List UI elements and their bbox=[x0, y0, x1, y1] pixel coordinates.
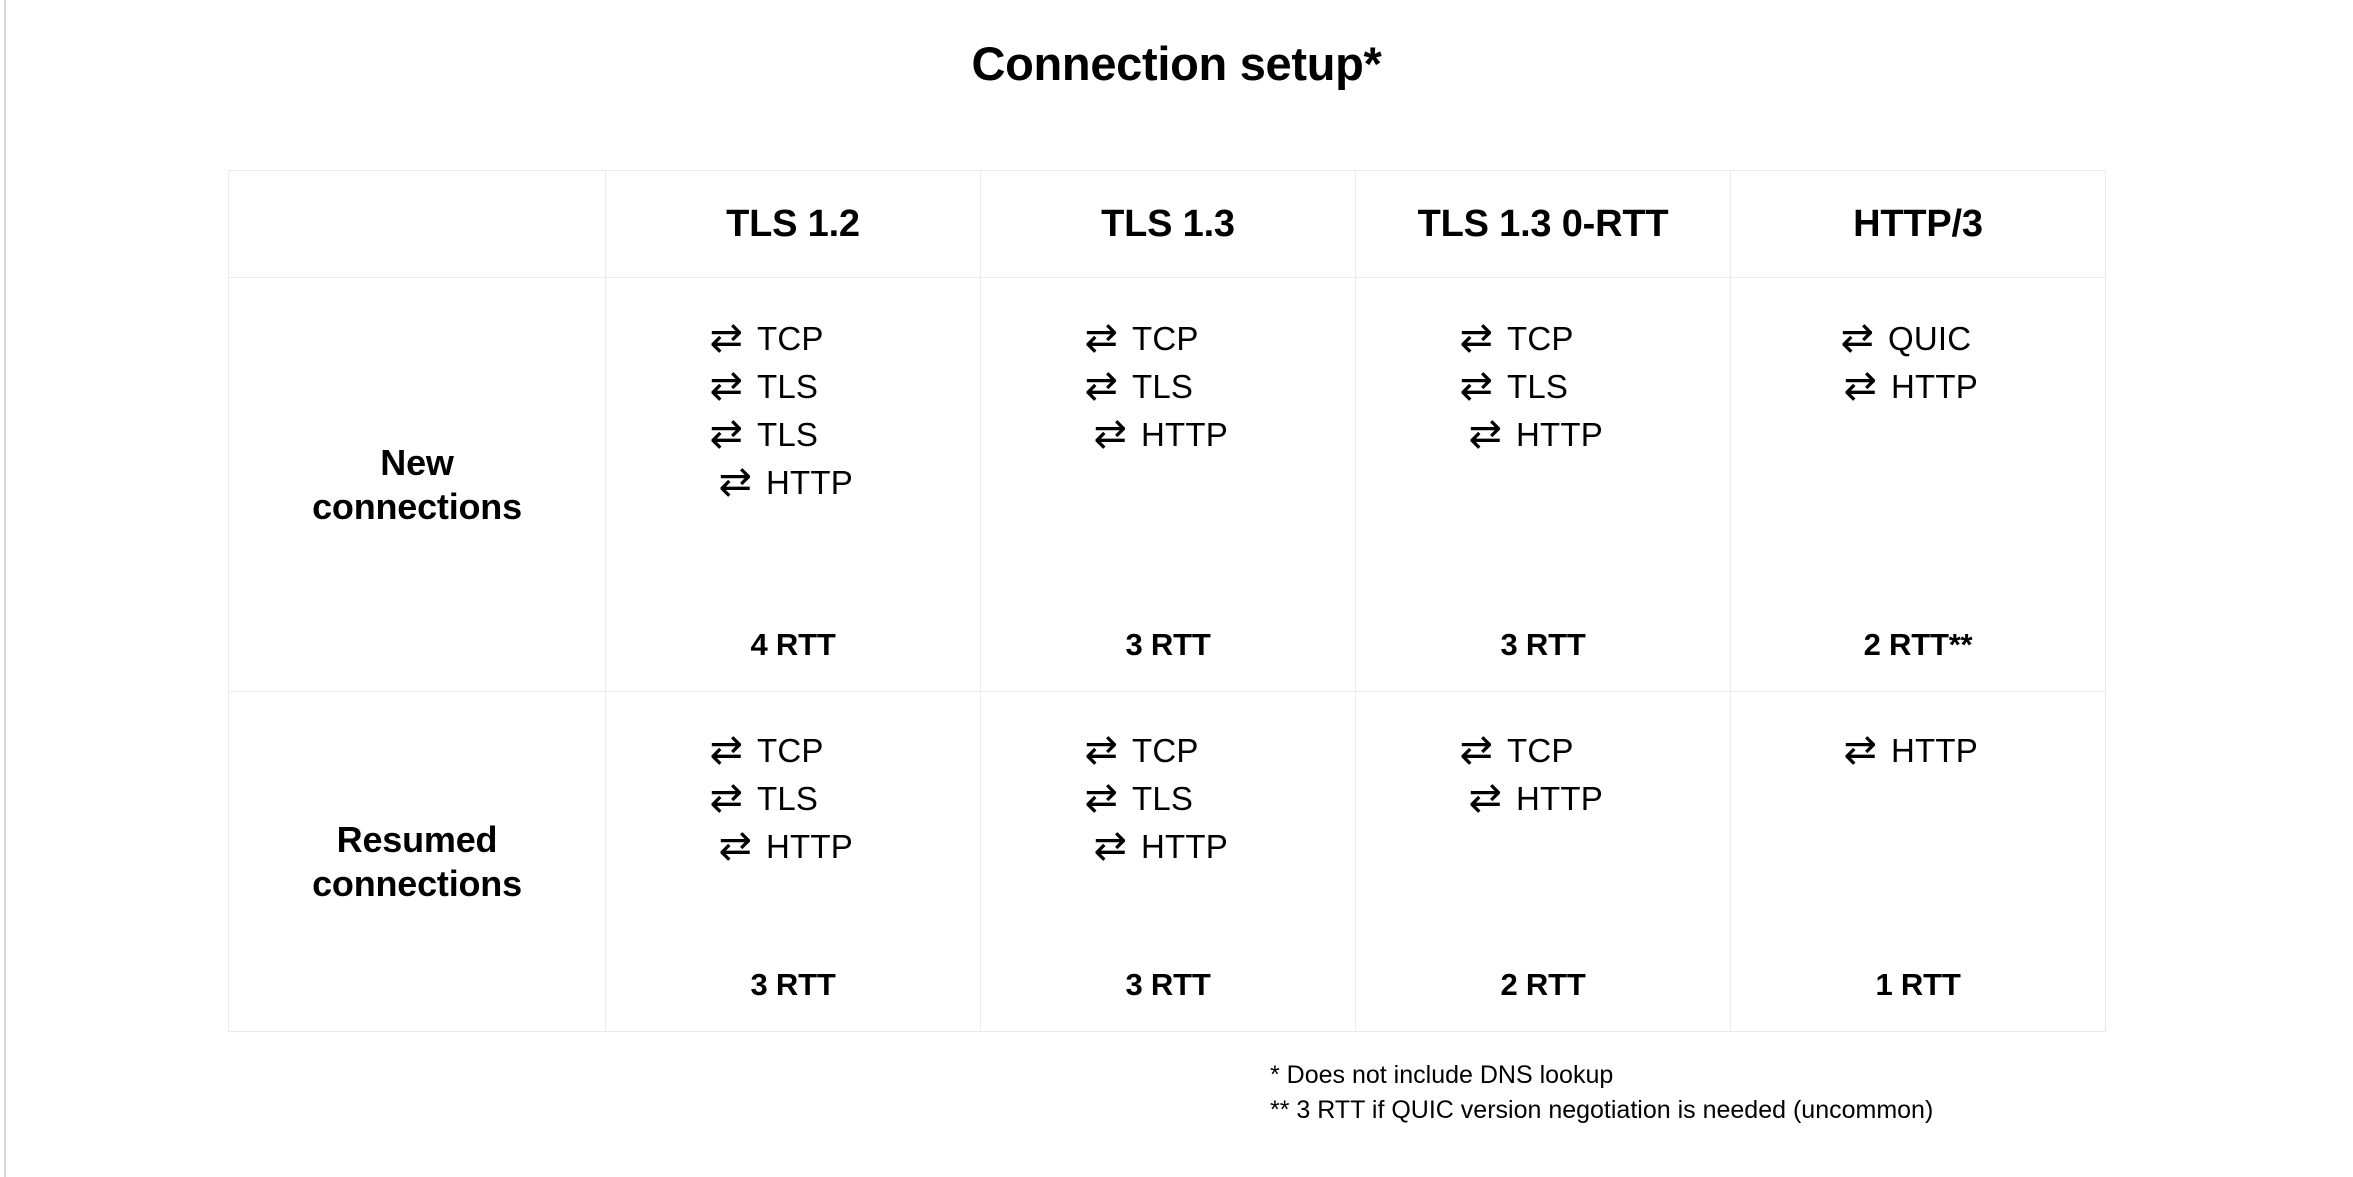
header-cell-tls13-0rtt: TLS 1.3 0-RTT bbox=[1355, 170, 1731, 278]
cell-resumed-tls13-0rtt: ⇄ TCP ⇄ HTTP 2 RTT bbox=[1355, 691, 1731, 1032]
row-label-line-1: New bbox=[380, 441, 454, 483]
bidirectional-arrow-icon: ⇄ bbox=[1459, 727, 1493, 773]
rtt-total: 3 RTT bbox=[1125, 627, 1211, 662]
cell-new-tls12: ⇄ TCP ⇄ TLS ⇄ TLS ⇄ HTTP 4 RT bbox=[605, 277, 981, 692]
handshake-step: ⇄ TCP bbox=[1060, 314, 1270, 362]
row-label-line-2: connections bbox=[312, 862, 522, 904]
bidirectional-arrow-icon: ⇄ bbox=[1093, 823, 1127, 869]
cell-new-http3: ⇄ QUIC ⇄ HTTP 2 RTT** bbox=[1730, 277, 2106, 692]
bidirectional-arrow-icon: ⇄ bbox=[1084, 315, 1118, 361]
protocol-label: TCP bbox=[757, 319, 824, 357]
rtt-total: 3 RTT bbox=[750, 967, 836, 1002]
table-header-row: TLS 1.2 TLS 1.3 TLS 1.3 0-RTT HTTP/3 bbox=[228, 170, 2106, 278]
footnote-double-asterisk: ** 3 RTT if QUIC version negotiation is … bbox=[1270, 1095, 1934, 1124]
page-title: Connection setup* bbox=[971, 37, 1382, 90]
protocol-label: TCP bbox=[1132, 319, 1199, 357]
bidirectional-arrow-icon: ⇄ bbox=[709, 363, 743, 409]
bidirectional-arrow-icon: ⇄ bbox=[1093, 411, 1127, 457]
bidirectional-arrow-icon: ⇄ bbox=[1084, 775, 1118, 821]
protocol-label: TLS bbox=[757, 367, 819, 405]
footnote-single-asterisk: * Does not include DNS lookup bbox=[1270, 1061, 1614, 1089]
handshake-step: ⇄ TLS bbox=[685, 362, 895, 410]
cell-resumed-tls12: ⇄ TCP ⇄ TLS ⇄ HTTP 3 RTT bbox=[605, 691, 981, 1032]
handshake-step: ⇄ TLS bbox=[1435, 362, 1645, 410]
bidirectional-arrow-icon: ⇄ bbox=[718, 459, 752, 505]
rtt-total: 3 RTT bbox=[1125, 967, 1211, 1002]
footnotes: * Does not include DNS lookup ** 3 RTT i… bbox=[1270, 1058, 1933, 1127]
bidirectional-arrow-icon: ⇄ bbox=[1459, 315, 1493, 361]
cell-resumed-http3: ⇄ HTTP 1 RTT bbox=[1730, 691, 2106, 1032]
handshake-step: ⇄ HTTP bbox=[1069, 410, 1279, 458]
connection-setup-table: TLS 1.2 TLS 1.3 TLS 1.3 0-RTT HTTP/3 New… bbox=[228, 170, 2106, 1032]
protocol-label: HTTP bbox=[1141, 415, 1228, 453]
protocol-label: TCP bbox=[1132, 731, 1199, 769]
handshake-step: ⇄ TLS bbox=[685, 774, 895, 822]
protocol-label: HTTP bbox=[1516, 415, 1603, 453]
header-cell-tls13: TLS 1.3 bbox=[980, 170, 1356, 278]
slide-edge-line bbox=[4, 0, 6, 1177]
bidirectional-arrow-icon: ⇄ bbox=[709, 775, 743, 821]
table-row-resumed-connections: Resumed connections ⇄ TCP ⇄ TLS ⇄ HTTP bbox=[228, 691, 2106, 1032]
bidirectional-arrow-icon: ⇄ bbox=[709, 727, 743, 773]
protocol-label: TLS bbox=[757, 779, 819, 817]
protocol-label: TLS bbox=[1132, 367, 1194, 405]
handshake-step: ⇄ HTTP bbox=[1444, 410, 1654, 458]
cell-new-tls13: ⇄ TCP ⇄ TLS ⇄ HTTP 3 RTT bbox=[980, 277, 1356, 692]
protocol-label: TLS bbox=[1132, 779, 1194, 817]
cell-resumed-tls13: ⇄ TCP ⇄ TLS ⇄ HTTP 3 RTT bbox=[980, 691, 1356, 1032]
handshake-step: ⇄ HTTP bbox=[694, 458, 904, 506]
protocol-label: HTTP bbox=[1891, 731, 1978, 769]
protocol-label: HTTP bbox=[1516, 779, 1603, 817]
protocol-label: HTTP bbox=[766, 827, 853, 865]
header-cell-tls12: TLS 1.2 bbox=[605, 170, 981, 278]
rtt-total: 1 RTT bbox=[1875, 967, 1961, 1002]
protocol-label: TCP bbox=[1507, 319, 1574, 357]
bidirectional-arrow-icon: ⇄ bbox=[1084, 727, 1118, 773]
handshake-step: ⇄ TLS bbox=[1060, 362, 1270, 410]
cell-new-tls13-0rtt: ⇄ TCP ⇄ TLS ⇄ HTTP 3 RTT bbox=[1355, 277, 1731, 692]
header-cell-http3: HTTP/3 bbox=[1730, 170, 2106, 278]
handshake-step: ⇄ TCP bbox=[685, 314, 895, 362]
handshake-step: ⇄ HTTP bbox=[1069, 822, 1279, 870]
bidirectional-arrow-icon: ⇄ bbox=[1468, 775, 1502, 821]
bidirectional-arrow-icon: ⇄ bbox=[1840, 315, 1874, 361]
bidirectional-arrow-icon: ⇄ bbox=[718, 823, 752, 869]
rtt-total: 2 RTT bbox=[1500, 967, 1586, 1002]
bidirectional-arrow-icon: ⇄ bbox=[1084, 363, 1118, 409]
row-label-resumed-connections: Resumed connections bbox=[228, 691, 606, 1032]
handshake-step: ⇄ HTTP bbox=[694, 822, 904, 870]
bidirectional-arrow-icon: ⇄ bbox=[1468, 411, 1502, 457]
bidirectional-arrow-icon: ⇄ bbox=[709, 315, 743, 361]
row-label-new-connections: New connections bbox=[228, 277, 606, 692]
protocol-label: TLS bbox=[1507, 367, 1569, 405]
handshake-step: ⇄ HTTP bbox=[1444, 774, 1654, 822]
rtt-total: 2 RTT** bbox=[1863, 627, 1973, 662]
row-label-line-1: Resumed bbox=[336, 818, 498, 860]
bidirectional-arrow-icon: ⇄ bbox=[709, 411, 743, 457]
handshake-step: ⇄ TCP bbox=[685, 726, 895, 774]
protocol-label: TCP bbox=[757, 731, 824, 769]
protocol-label: QUIC bbox=[1888, 319, 1972, 357]
rtt-total: 4 RTT bbox=[750, 627, 836, 662]
header-cell-blank bbox=[228, 170, 606, 278]
bidirectional-arrow-icon: ⇄ bbox=[1843, 727, 1877, 773]
table-row-new-connections: New connections ⇄ TCP ⇄ TLS ⇄ TLS bbox=[228, 277, 2106, 692]
handshake-step: ⇄ TCP bbox=[1060, 726, 1270, 774]
protocol-label: TLS bbox=[757, 415, 819, 453]
protocol-label: HTTP bbox=[1141, 827, 1228, 865]
protocol-label: TCP bbox=[1507, 731, 1574, 769]
handshake-step: ⇄ TLS bbox=[1060, 774, 1270, 822]
protocol-label: HTTP bbox=[1891, 367, 1978, 405]
bidirectional-arrow-icon: ⇄ bbox=[1843, 363, 1877, 409]
handshake-step: ⇄ TLS bbox=[685, 410, 895, 458]
protocol-label: HTTP bbox=[766, 463, 853, 501]
handshake-step: ⇄ HTTP bbox=[1819, 362, 2029, 410]
handshake-step: ⇄ QUIC bbox=[1816, 314, 2026, 362]
row-label-line-2: connections bbox=[312, 485, 522, 527]
bidirectional-arrow-icon: ⇄ bbox=[1459, 363, 1493, 409]
rtt-total: 3 RTT bbox=[1500, 627, 1586, 662]
handshake-step: ⇄ HTTP bbox=[1819, 726, 2029, 774]
handshake-step: ⇄ TCP bbox=[1435, 314, 1645, 362]
handshake-step: ⇄ TCP bbox=[1435, 726, 1645, 774]
